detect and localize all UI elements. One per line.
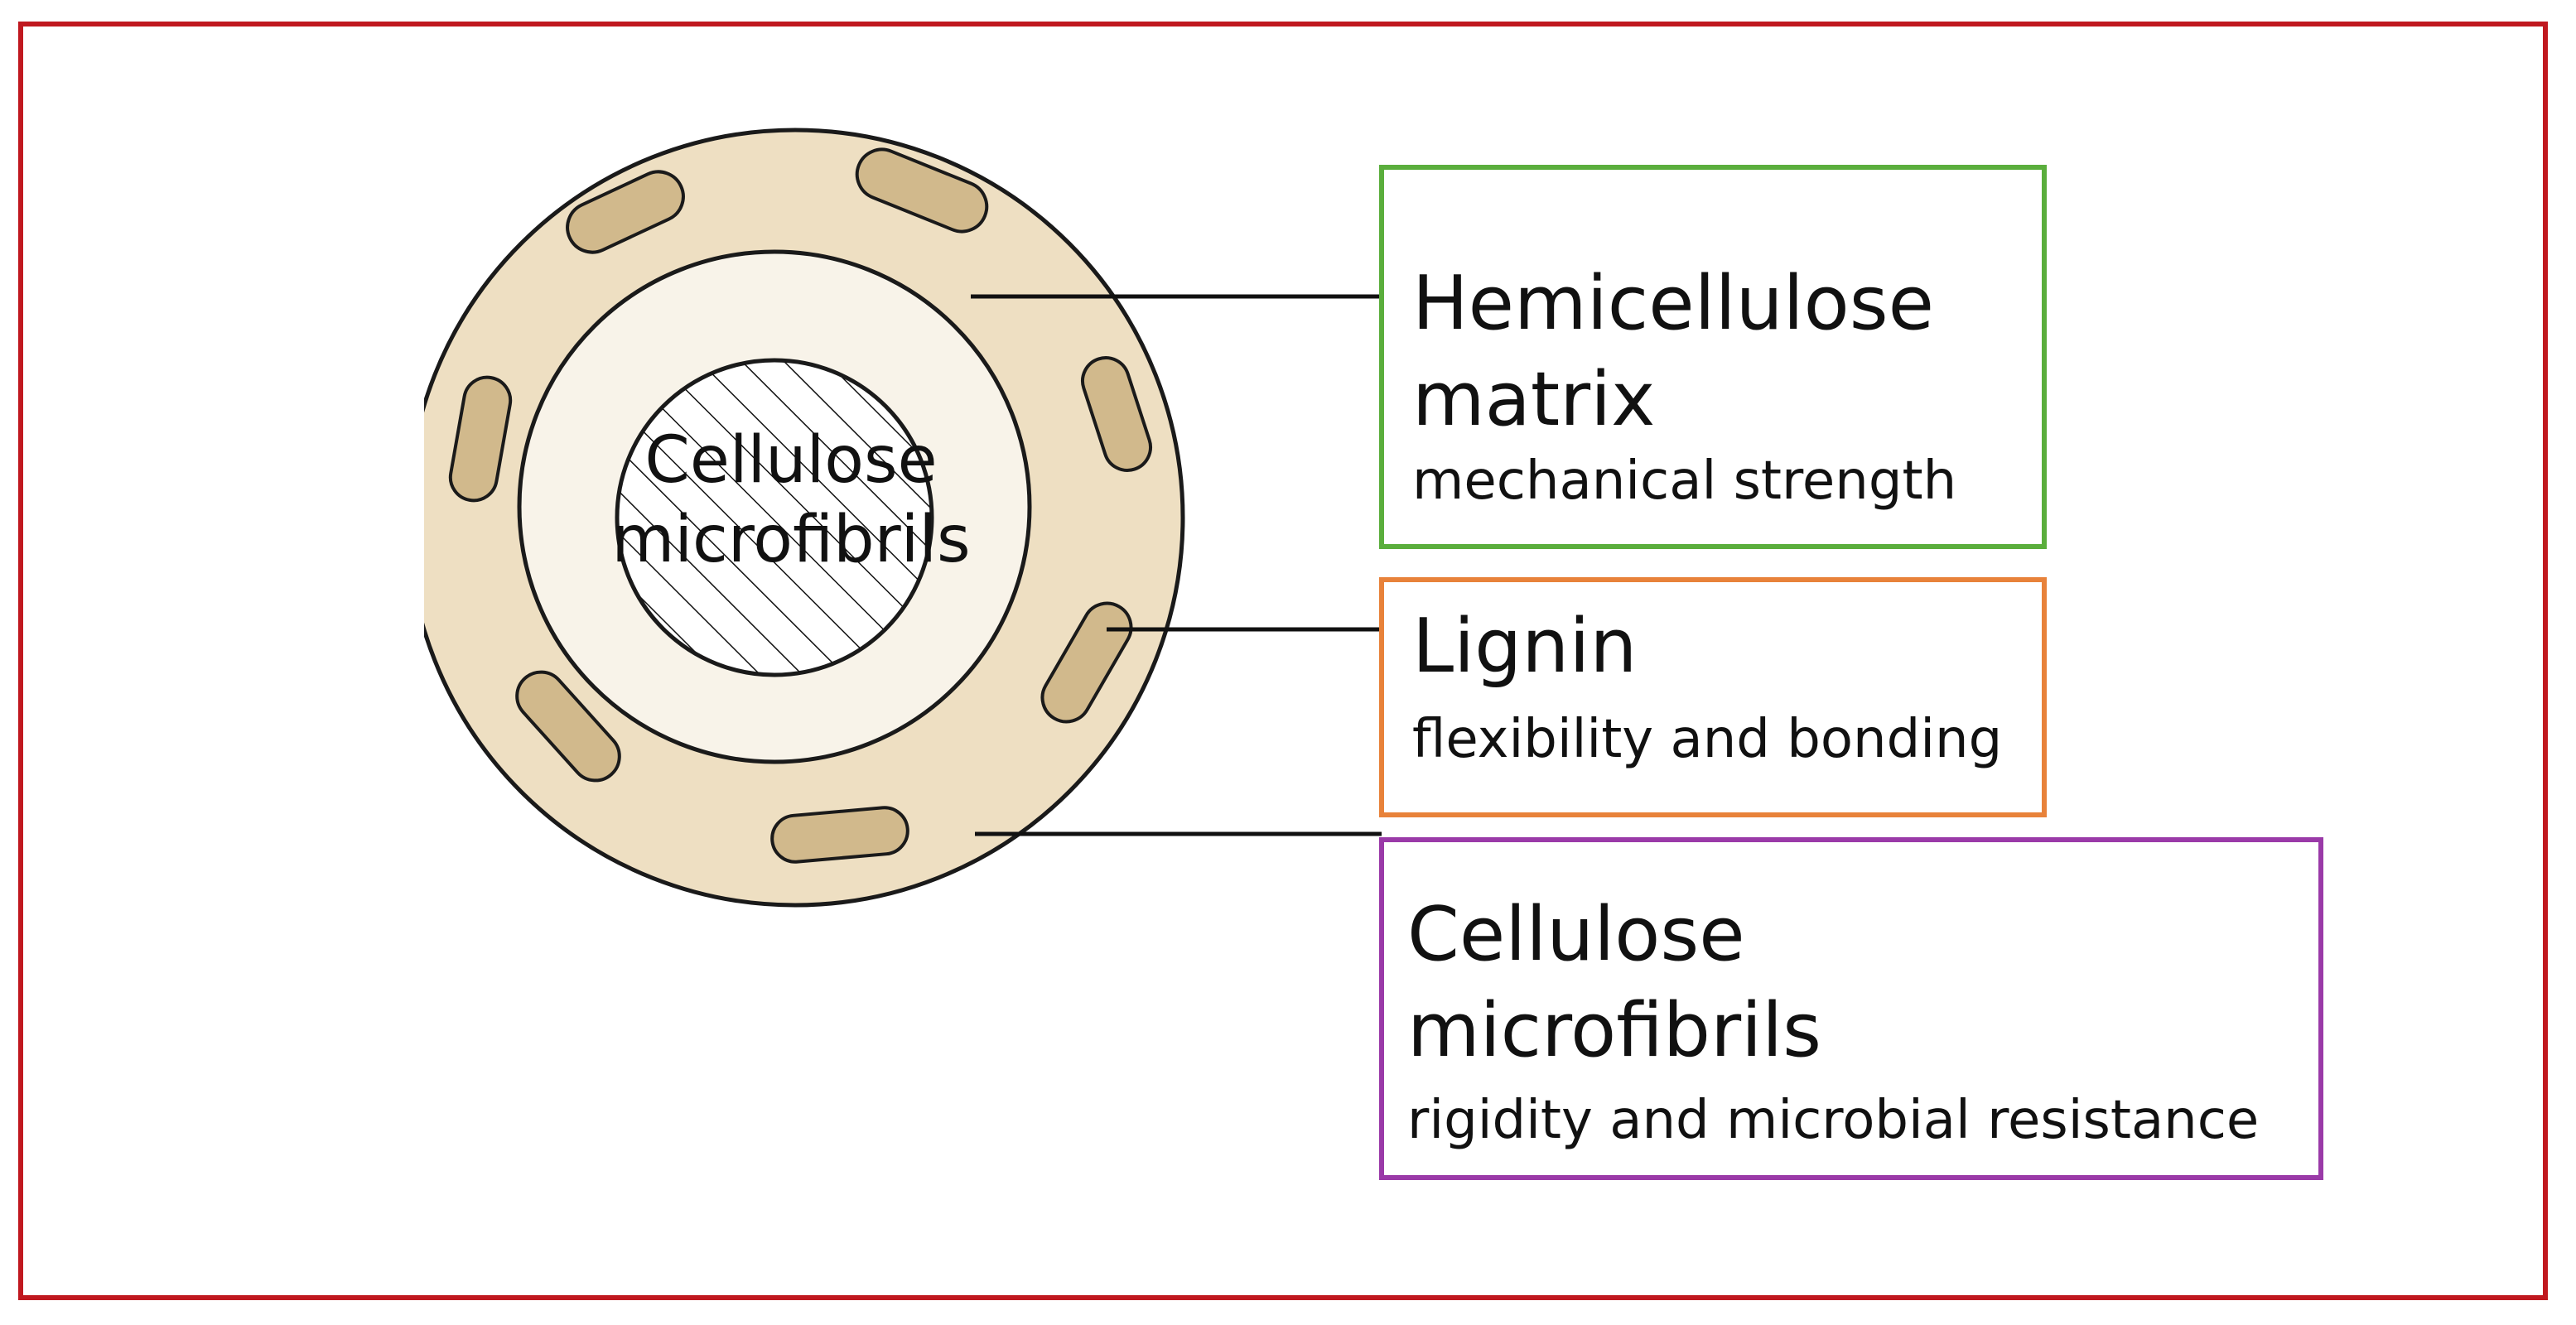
hemicellulose-title-line-1: Hemicellulose — [1412, 260, 1934, 347]
cellulose-description: rigidity and microbial resistance — [1407, 1090, 2260, 1151]
granule — [1081, 356, 1152, 472]
hemicellulose-label-box: Hemicellulose matrix mechanical strength — [1379, 165, 2047, 549]
cellulose-core — [615, 358, 934, 677]
granule — [1040, 601, 1133, 724]
core-label: Cellulose microfibrils — [596, 421, 986, 580]
lignin-title: Lignin — [1412, 603, 1638, 690]
lignin-label-box: Lignin flexibility and bonding — [1379, 577, 2047, 817]
core-label-line-2: microfibrils — [611, 503, 971, 577]
granule — [515, 670, 621, 783]
cellulose-title-line-2: microfibrils — [1407, 987, 1821, 1074]
granule — [770, 806, 909, 864]
core-label-line-1: Cellulose — [644, 423, 938, 498]
lignin-description: flexibility and bonding — [1412, 709, 2003, 770]
granule — [448, 375, 513, 503]
hemicellulose-description: mechanical strength — [1412, 450, 1957, 512]
granule — [855, 147, 989, 234]
cellulose-label-box: Cellulose microfibrils rigidity and micr… — [1379, 837, 2323, 1180]
cellulose-title-line-1: Cellulose — [1407, 891, 1745, 978]
lignin-granules — [448, 147, 1152, 864]
granule — [566, 170, 685, 254]
hemicellulose-title-line-2: matrix — [1412, 356, 1656, 443]
outer-frame — [18, 22, 2548, 1300]
